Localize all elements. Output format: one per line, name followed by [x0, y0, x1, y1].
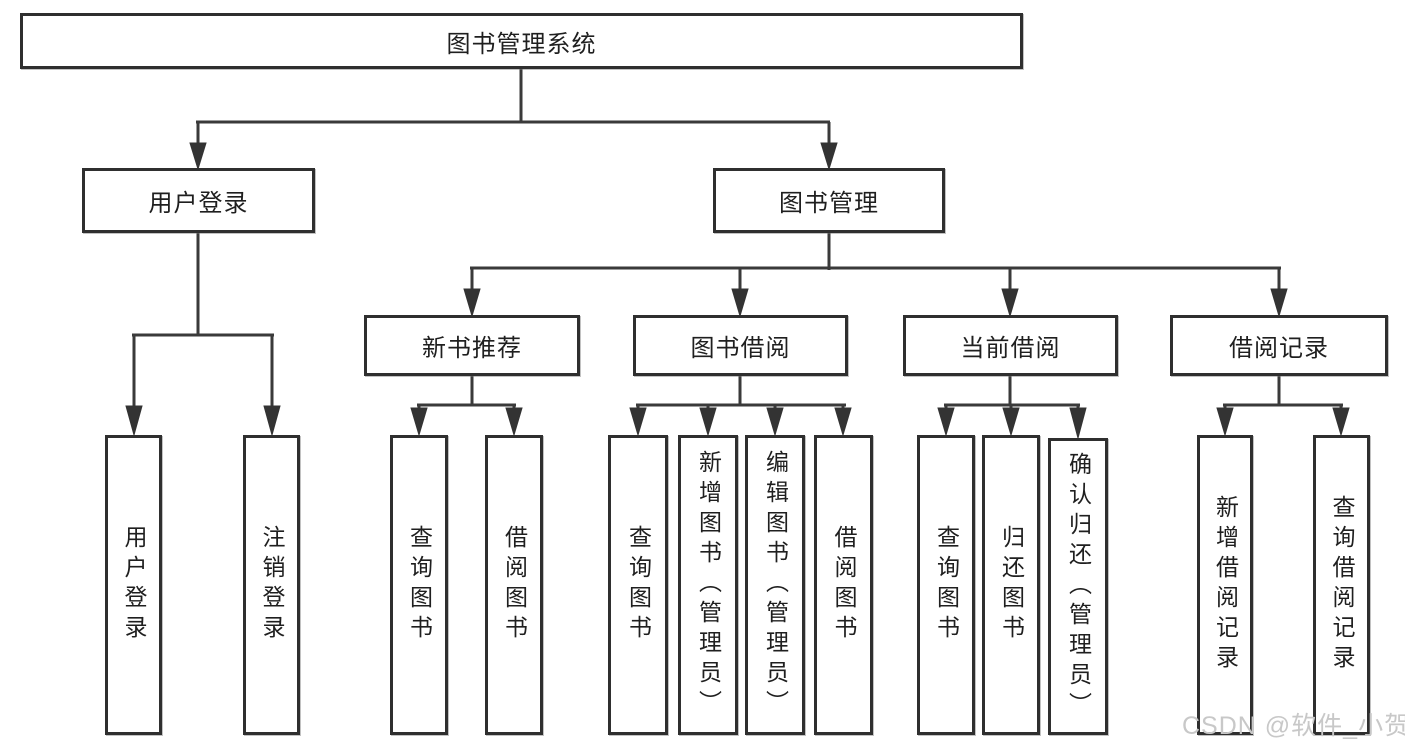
leaf-newbook-borrow-book: 借阅图书 [485, 435, 543, 735]
leaf-newbook-query-book: 查询图书 [390, 435, 448, 735]
node-label: 查询图书 [625, 525, 652, 645]
node-label: 注销登录 [259, 525, 285, 645]
node-label: 图书管理 [779, 190, 879, 217]
node-library-management-system: 图书管理系统 [20, 13, 1023, 69]
leaf-borrow-edit-book-admin: 编辑图书（管理员） [745, 435, 805, 735]
edge-user-login-split [125, 233, 281, 437]
leaf-logout: 注销登录 [243, 435, 300, 735]
node-label: 借阅记录 [1229, 335, 1329, 362]
node-new-book-recommend: 新书推荐 [364, 315, 580, 376]
node-label: 新书推荐 [422, 335, 522, 362]
leaf-borrow-query-book: 查询图书 [608, 435, 668, 735]
edge-current-borrow-split [937, 376, 1087, 440]
node-label: 借阅图书 [501, 525, 528, 645]
leaf-current-confirm-return-admin: 确认归还（管理员） [1048, 438, 1108, 735]
leaf-record-query-borrow-record: 查询借阅记录 [1313, 435, 1370, 735]
node-label: 确认归还（管理员） [1065, 451, 1092, 722]
node-label: 查询图书 [933, 525, 960, 645]
edge-book-mgmt-split [463, 233, 1288, 318]
leaf-current-return-book: 归还图书 [982, 435, 1040, 735]
leaf-borrow-borrow-book: 借阅图书 [814, 435, 873, 735]
leaf-current-query-book: 查询图书 [917, 435, 975, 735]
node-label: 图书管理系统 [446, 30, 597, 58]
node-label: 借阅图书 [831, 525, 857, 645]
edge-new-book-split [410, 376, 523, 437]
leaf-user-login: 用户登录 [105, 435, 162, 735]
node-label: 编辑图书（管理员） [762, 450, 789, 720]
node-book-management-group: 图书管理 [713, 168, 945, 233]
leaf-borrow-add-book-admin: 新增图书（管理员） [678, 435, 738, 735]
csdn-watermark: CSDN @软件_小贺同学 [1182, 712, 1405, 740]
node-label: 查询借阅记录 [1329, 495, 1355, 675]
edge-borrow-record-split [1216, 376, 1350, 437]
node-label: 归还图书 [998, 525, 1025, 645]
node-label: 新增图书（管理员） [695, 450, 722, 720]
edge-root-split [189, 69, 838, 171]
node-borrow-record: 借阅记录 [1170, 315, 1388, 376]
edge-book-borrow-split [629, 376, 852, 437]
leaf-record-add-borrow-record: 新增借阅记录 [1197, 435, 1253, 735]
node-label: 图书借阅 [690, 335, 791, 362]
node-current-borrow: 当前借阅 [903, 315, 1118, 376]
node-book-borrow: 图书借阅 [633, 315, 848, 376]
node-label: 用户登录 [148, 190, 249, 217]
node-user-login-group: 用户登录 [82, 168, 315, 233]
node-label: 用户登录 [121, 525, 147, 645]
node-label: 当前借阅 [960, 335, 1061, 362]
node-label: 查询图书 [406, 525, 433, 645]
node-label: 新增借阅记录 [1212, 495, 1239, 675]
